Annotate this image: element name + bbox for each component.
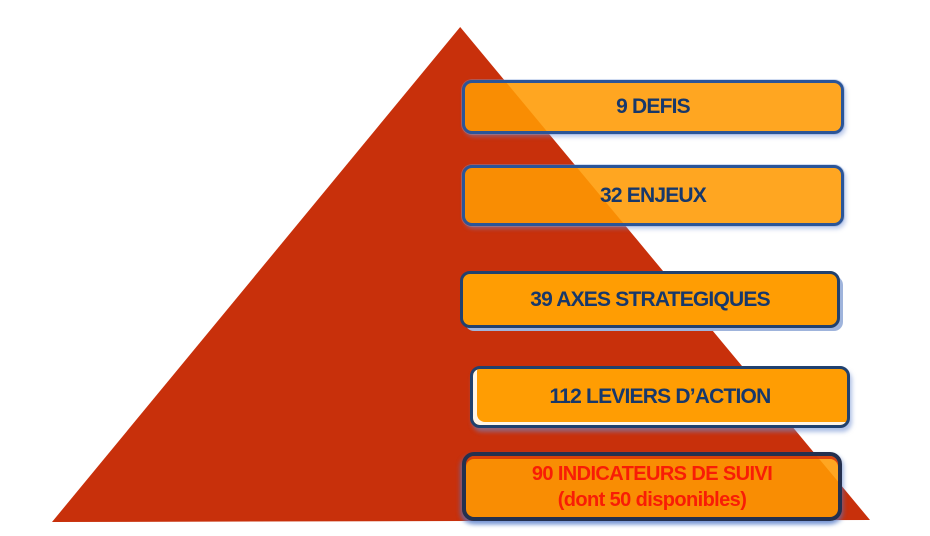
level-label-indicateurs: 90 INDICATEURS DE SUIVI: [531, 462, 773, 485]
level-box-indicateurs: 90 INDICATEURS DE SUIVI (dont 50 disponi…: [462, 452, 842, 521]
level-label-enjeux: 32 ENJEUX: [599, 183, 707, 207]
level-box-defis: 9 DEFIS: [462, 80, 844, 134]
level-box-leviers-action: 112 LEVIERS D’ACTION: [470, 366, 850, 428]
level-sublabel-indicateurs: (dont 50 disponibles): [557, 488, 747, 511]
level-label-leviers-action: 112 LEVIERS D’ACTION: [549, 385, 772, 408]
level-box-axes-strategiques: 39 AXES STRATEGIQUES: [460, 271, 840, 328]
level-box-enjeux: 32 ENJEUX: [462, 165, 844, 226]
level-label-axes-strategiques: 39 AXES STRATEGIQUES: [530, 287, 770, 311]
level-label-defis: 9 DEFIS: [616, 95, 691, 118]
